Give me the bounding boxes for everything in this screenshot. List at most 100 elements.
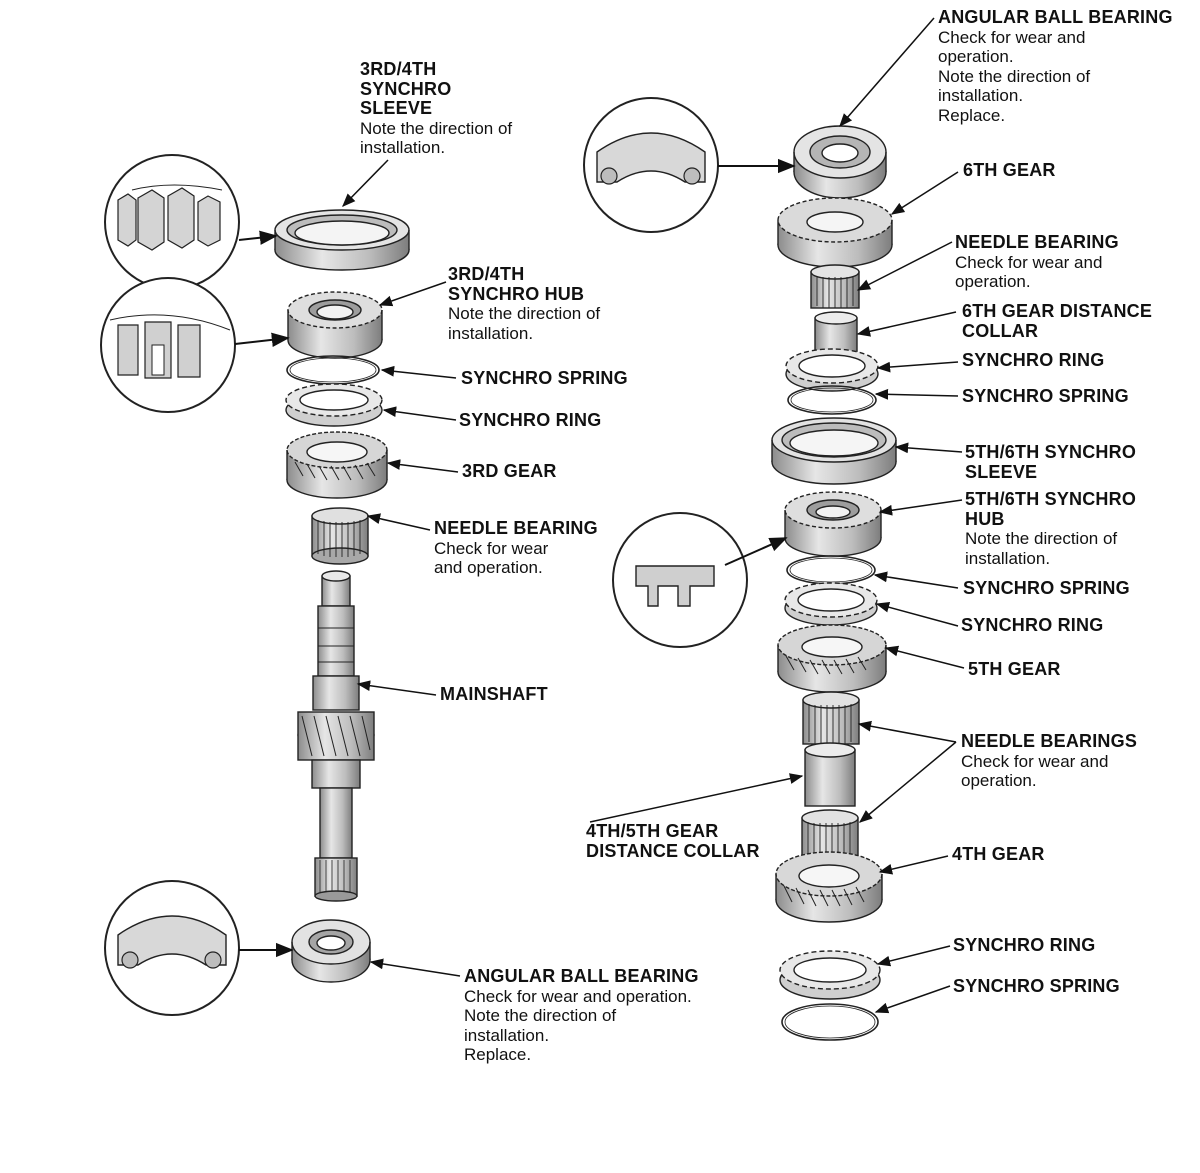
- synchro-spring-right-1: [787, 385, 877, 415]
- fifth-gear: [777, 624, 887, 693]
- label-title: SYNCHRO RING: [961, 615, 1104, 635]
- label-title: SLEEVE: [965, 461, 1038, 482]
- label-title: SYNCHRO SPRING: [461, 368, 628, 388]
- label-title: 4TH/5TH GEAR: [586, 821, 719, 841]
- label-note: installation.: [938, 86, 1024, 105]
- needle-bearing-left: [311, 507, 369, 565]
- label-title: SYNCHRO: [360, 78, 452, 99]
- label-synchro-spring-right-1: SYNCHRO SPRING: [962, 386, 1129, 407]
- label-note: and operation.: [434, 558, 543, 577]
- sixth-gear: [777, 197, 893, 268]
- label-title: 3RD/4TH: [448, 264, 525, 284]
- label-fourth-gear: 4TH GEAR: [952, 844, 1045, 865]
- label-title: SYNCHRO RING: [953, 935, 1096, 955]
- label-note: Check for wear and operation.: [464, 986, 692, 1006]
- label-title: NEEDLE BEARING: [955, 232, 1119, 252]
- detail-circle-bearing-top: [583, 97, 719, 233]
- leader-lines: [234, 17, 965, 1014]
- mainshaft: [297, 570, 375, 902]
- label-title: ANGULAR BALL BEARING: [938, 7, 1173, 27]
- label-note: Note the direction of: [965, 529, 1118, 548]
- label-note: Note the direction of: [464, 1006, 617, 1025]
- label-note: Check for wear and: [938, 27, 1086, 47]
- label-synchro-ring-right-1: SYNCHRO RING: [962, 350, 1105, 371]
- fourth-fifth-gear-distance-collar: [804, 742, 856, 807]
- label-note: Note the direction of: [448, 304, 601, 323]
- label-note: installation.: [965, 548, 1051, 568]
- needle-bearing-right-1: [810, 264, 860, 309]
- label-synchro-sleeve-5-6: 5TH/6TH SYNCHRO SLEEVE: [965, 442, 1137, 482]
- detail-circle-bearing-left: [104, 880, 240, 1016]
- synchro-sleeve-3-4: [274, 209, 410, 271]
- label-needle-bearing-left: NEEDLE BEARING Check for wear and operat…: [434, 518, 598, 578]
- label-synchro-ring-right-2: SYNCHRO RING: [961, 615, 1104, 636]
- label-fourth-fifth-gear-distance-collar: 4TH/5TH GEAR DISTANCE COLLAR: [586, 821, 760, 861]
- synchro-spring-right-2: [786, 555, 876, 585]
- synchro-ring-left: [285, 383, 383, 427]
- label-title: SYNCHRO RING: [459, 410, 602, 430]
- label-note: Replace.: [464, 1045, 532, 1064]
- label-title: SYNCHRO SPRING: [953, 976, 1120, 996]
- synchro-sleeve-5-6: [771, 417, 897, 485]
- label-title: 3RD/4TH: [360, 59, 437, 79]
- label-note: operation.: [938, 47, 1014, 66]
- label-title: SYNCHRO RING: [962, 350, 1105, 370]
- angular-ball-bearing-left: [291, 919, 371, 983]
- label-angular-ball-bearing-top: ANGULAR BALL BEARING Check for wear and …: [938, 7, 1173, 125]
- label-note: Note the direction of: [360, 118, 513, 138]
- label-note: installation.: [464, 1025, 550, 1045]
- label-note: Check for wear: [434, 538, 549, 558]
- synchro-ring-right-3: [779, 950, 881, 1000]
- label-synchro-ring-left: SYNCHRO RING: [459, 410, 602, 431]
- label-title: DISTANCE COLLAR: [586, 840, 760, 861]
- label-needle-bearing-right-1: NEEDLE BEARING Check for wear and operat…: [955, 232, 1119, 292]
- label-synchro-spring-right-3: SYNCHRO SPRING: [953, 976, 1120, 997]
- label-title: SYNCHRO SPRING: [962, 386, 1129, 406]
- angular-ball-bearing-top: [793, 125, 887, 199]
- label-title: NEEDLE BEARING: [434, 518, 598, 538]
- label-note: Check for wear and: [955, 252, 1103, 272]
- detail-circle-hub-profile: [612, 512, 748, 648]
- label-sixth-gear: 6TH GEAR: [963, 160, 1056, 181]
- label-note: operation.: [961, 771, 1037, 790]
- label-needle-bearings: NEEDLE BEARINGS Check for wear and opera…: [961, 731, 1138, 791]
- synchro-hub-3-4: [287, 291, 383, 359]
- label-title: SLEEVE: [360, 98, 433, 118]
- label-sleeve-3-4: 3RD/4TH SYNCHRO SLEEVE Note the directio…: [360, 59, 513, 158]
- label-title: NEEDLE BEARINGS: [961, 731, 1138, 751]
- label-title: 6TH GEAR: [963, 160, 1056, 180]
- needle-bearing-right-2: [802, 691, 860, 745]
- label-sixth-gear-distance-collar: 6TH GEAR DISTANCE COLLAR: [962, 301, 1153, 341]
- synchro-hub-5-6: [784, 491, 882, 557]
- fourth-gear: [775, 851, 883, 923]
- sixth-gear-distance-collar: [814, 311, 858, 357]
- label-angular-ball-bearing-left: ANGULAR BALL BEARING Check for wear and …: [464, 966, 699, 1065]
- label-title: 5TH/6TH SYNCHRO: [965, 442, 1137, 462]
- label-note: installation.: [360, 138, 446, 157]
- detail-circle-sleeve-teeth: [104, 154, 240, 290]
- label-title: SYNCHRO SPRING: [963, 578, 1130, 598]
- label-note: operation.: [955, 272, 1031, 291]
- label-synchro-spring-left: SYNCHRO SPRING: [461, 368, 628, 389]
- label-synchro-ring-right-3: SYNCHRO RING: [953, 935, 1096, 956]
- label-note: Check for wear and: [961, 751, 1109, 771]
- label-title: HUB: [965, 508, 1005, 529]
- label-note: installation.: [448, 323, 534, 343]
- label-note: Replace.: [938, 105, 1006, 125]
- label-title: COLLAR: [962, 320, 1039, 341]
- label-mainshaft: MAINSHAFT: [440, 684, 548, 705]
- label-title: 5TH/6TH SYNCHRO: [965, 489, 1137, 509]
- synchro-spring-right-3: [781, 1003, 879, 1041]
- label-synchro-spring-right-2: SYNCHRO SPRING: [963, 578, 1130, 599]
- label-title: 5TH GEAR: [968, 659, 1061, 679]
- label-third-gear: 3RD GEAR: [462, 461, 557, 482]
- label-title: 4TH GEAR: [952, 844, 1045, 864]
- detail-circle-hub-slots: [100, 277, 236, 413]
- label-title: 6TH GEAR DISTANCE: [962, 301, 1153, 321]
- label-note: Note the direction of: [938, 66, 1091, 86]
- label-hub-3-4: 3RD/4TH SYNCHRO HUB Note the direction o…: [448, 264, 601, 343]
- third-gear: [286, 431, 388, 499]
- label-title: 3RD GEAR: [462, 461, 557, 481]
- label-title: ANGULAR BALL BEARING: [464, 966, 699, 986]
